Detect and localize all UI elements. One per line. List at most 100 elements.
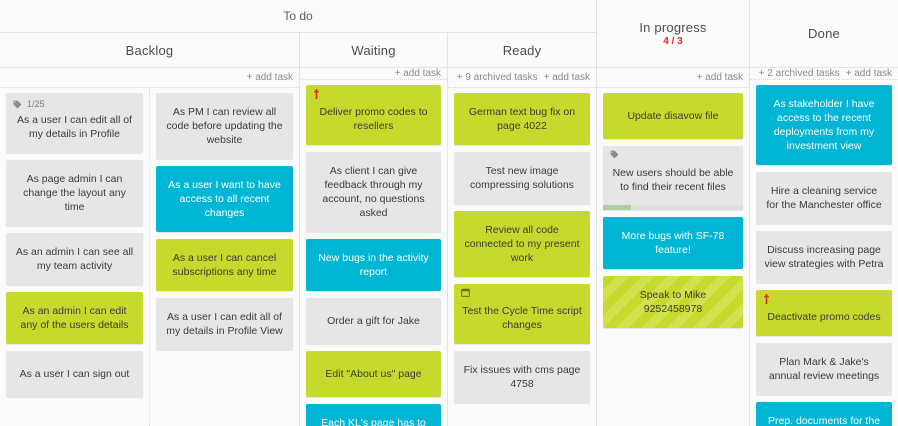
column-header-in-progress[interactable]: In progress 4 / 3	[597, 0, 750, 68]
card[interactable]: Review all code connected to my present …	[454, 211, 590, 277]
board-column-header-row: Backlog Waiting Ready In progress 4 / 3 …	[0, 0, 898, 68]
column-header-waiting[interactable]: Waiting	[300, 33, 448, 68]
lane-ready: German text bug fix on page 4022 Test ne…	[448, 88, 596, 426]
card-title: Review all code connected to my present …	[464, 224, 580, 264]
lane-done: As stakeholder I have access to the rece…	[750, 80, 898, 426]
card-title: Update disavow file	[627, 110, 719, 122]
card[interactable]: Prep. documents for the tax office	[756, 402, 892, 426]
card[interactable]: 1/25 As a user I can edit all of my deta…	[6, 93, 143, 153]
card-title: As a user I can edit all of my details i…	[166, 311, 283, 337]
card[interactable]: As client I can give feedback through my…	[306, 152, 441, 232]
card[interactable]: As stakeholder I have access to the rece…	[756, 85, 892, 165]
card[interactable]: As a user I can cancel subscriptions any…	[156, 239, 293, 291]
card-title: As client I can give feedback through my…	[322, 165, 425, 219]
calendar-icon	[461, 288, 470, 297]
card[interactable]: Plan Mark & Jake's annual review meeting…	[756, 343, 892, 395]
column-title-ready: Ready	[502, 42, 542, 58]
add-task-done[interactable]: + add task	[845, 68, 892, 79]
column-wip-limit-in-progress: 4 / 3	[663, 36, 683, 47]
board-body: + add task 1/25 As a user I can edit all…	[0, 68, 898, 426]
swimlane-backlog: 1/25 As a user I can edit all of my deta…	[0, 87, 299, 426]
card-title: Fix issues with cms page 4758	[463, 364, 581, 390]
card-title: Discuss increasing page view strategies …	[764, 244, 884, 270]
card-title: Hire a cleaning service for the Manchest…	[766, 185, 882, 211]
card[interactable]: Deliver promo codes to resellers	[306, 85, 441, 145]
archived-tasks-ready[interactable]: + 9 archived tasks	[456, 72, 538, 83]
column-ready: + 9 archived tasks + add task German tex…	[448, 68, 597, 426]
column-done: + 2 archived tasks + add task As stakeho…	[750, 68, 898, 426]
swimlane-ready: German text bug fix on page 4022 Test ne…	[448, 87, 596, 426]
card-progress-bar	[603, 205, 743, 210]
card-title: As a user I can sign out	[19, 368, 130, 380]
card[interactable]: Edit "About us" page	[306, 351, 441, 397]
lane-waiting: Deliver promo codes to resellers As clie…	[300, 80, 447, 426]
card[interactable]: Test new image compressing solutions	[454, 152, 590, 204]
column-title-backlog: Backlog	[125, 42, 174, 58]
card-title: As an admin I can edit any of the users …	[20, 305, 129, 331]
card-badges	[610, 150, 619, 159]
card-title: As a user I can edit all of my details i…	[17, 114, 132, 140]
group-header-label: To do	[283, 9, 313, 23]
swimlane-in-progress: Update disavow file New users should be …	[597, 87, 749, 426]
card-title: New bugs in the activity report	[318, 252, 429, 278]
card[interactable]: Test the Cycle Time script changes	[454, 284, 590, 344]
card[interactable]: Speak to Mike 9252458978	[603, 276, 743, 328]
card[interactable]: Each KL's page has to be made searchable	[306, 404, 441, 426]
card[interactable]: As a user I can sign out	[6, 351, 143, 397]
pin-icon	[313, 89, 320, 99]
column-actions-waiting: + add task	[300, 68, 447, 79]
add-task-ready[interactable]: + add task	[543, 72, 590, 83]
card-title: Prep. documents for the tax office	[767, 415, 881, 426]
card[interactable]: Deactivate promo codes	[756, 290, 892, 336]
card[interactable]: As a user I can edit all of my details i…	[156, 298, 293, 350]
lane-backlog-right: As PM I can review all code before updat…	[150, 88, 299, 426]
swimlane-done: As stakeholder I have access to the rece…	[750, 79, 898, 426]
card-title: As PM I can review all code before updat…	[166, 106, 283, 146]
card-title: As page admin I can change the layout an…	[23, 173, 126, 213]
card[interactable]: New users should be able to find their r…	[603, 146, 743, 210]
card[interactable]: Update disavow file	[603, 93, 743, 139]
card-title: Test the Cycle Time script changes	[462, 305, 582, 331]
column-header-ready[interactable]: Ready	[448, 33, 597, 68]
swimlane-waiting: Deliver promo codes to resellers As clie…	[300, 79, 447, 426]
column-waiting: + add task Deliver promo codes to resell…	[300, 68, 448, 426]
column-backlog: + add task 1/25 As a user I can edit all…	[0, 68, 300, 426]
lane-backlog-left: 1/25 As a user I can edit all of my deta…	[0, 88, 150, 426]
add-task-waiting[interactable]: + add task	[394, 68, 441, 79]
card[interactable]: As page admin I can change the layout an…	[6, 160, 143, 226]
card-title: Test new image compressing solutions	[470, 165, 574, 191]
card-title: Each KL's page has to be made searchable	[321, 417, 426, 426]
card[interactable]: As an admin I can edit any of the users …	[6, 292, 143, 344]
card[interactable]: As a user I want to have access to all r…	[156, 166, 293, 232]
column-actions-done: + 2 archived tasks + add task	[750, 68, 898, 79]
lane-in-progress: Update disavow file New users should be …	[597, 88, 749, 426]
card-title: Edit "About us" page	[325, 368, 422, 380]
card[interactable]: New bugs in the activity report	[306, 239, 441, 291]
column-actions-ready: + 9 archived tasks + add task	[448, 68, 596, 87]
card[interactable]: More bugs with SF-78 feature!	[603, 217, 743, 269]
card-title: Speak to Mike 9252458978	[639, 289, 707, 315]
card[interactable]: Discuss increasing page view strategies …	[756, 231, 892, 283]
tag-icon	[610, 150, 619, 159]
archived-tasks-done[interactable]: + 2 archived tasks	[758, 68, 840, 79]
pin-icon	[763, 294, 770, 304]
card-badges: 1/25	[13, 97, 45, 111]
card-title: German text bug fix on page 4022	[468, 106, 576, 132]
column-header-done[interactable]: Done	[750, 0, 898, 68]
card[interactable]: Fix issues with cms page 4758	[454, 351, 590, 403]
card-title: As a user I can cancel subscriptions any…	[172, 252, 277, 278]
tag-icon	[13, 100, 22, 109]
card[interactable]: As an admin I can see all my team activi…	[6, 233, 143, 285]
column-header-backlog[interactable]: Backlog	[0, 33, 300, 68]
card[interactable]: Hire a cleaning service for the Manchest…	[756, 172, 892, 224]
column-title-in-progress: In progress	[639, 20, 707, 35]
column-title-waiting: Waiting	[351, 42, 396, 58]
card[interactable]: German text bug fix on page 4022	[454, 93, 590, 145]
card[interactable]: As PM I can review all code before updat…	[156, 93, 293, 159]
card-tag-count: 1/25	[27, 99, 45, 109]
add-task-backlog[interactable]: + add task	[246, 72, 293, 83]
add-task-in-progress[interactable]: + add task	[696, 72, 743, 83]
column-actions-backlog: + add task	[0, 68, 299, 87]
card[interactable]: Order a gift for Jake	[306, 298, 441, 344]
